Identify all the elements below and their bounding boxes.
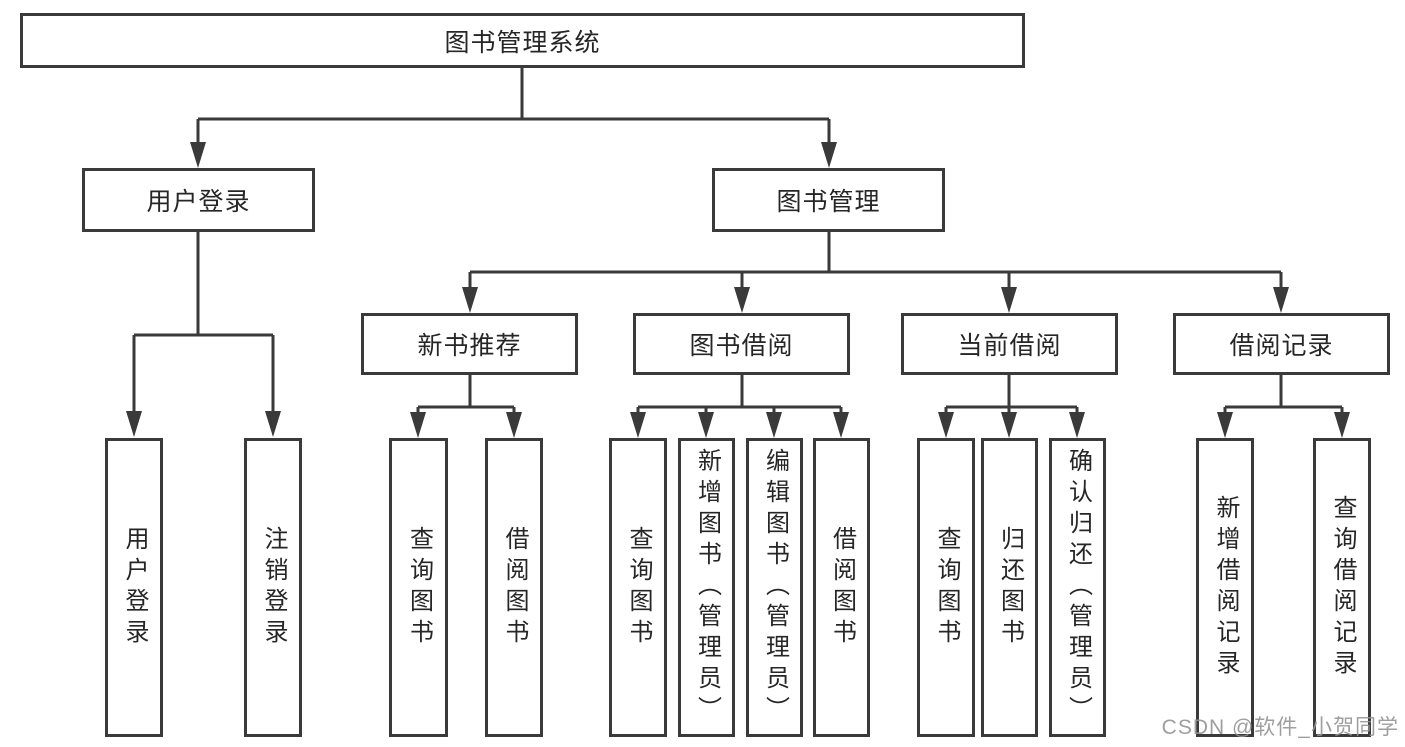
leaf-confirm-return-admin: 确认归还（管理员） xyxy=(1049,438,1106,737)
node-borrowing-records: 借阅记录 xyxy=(1173,313,1390,375)
leaf-add-borrowing-record: 新增借阅记录 xyxy=(1196,438,1254,737)
leaf-borrow-books-recommendation: 借阅图书 xyxy=(485,438,543,737)
node-new-book-recommendation: 新书推荐 xyxy=(361,313,578,375)
leaf-edit-books-admin: 编辑图书（管理员） xyxy=(746,438,803,737)
leaf-query-borrowing-record: 查询借阅记录 xyxy=(1313,438,1371,737)
leaf-add-books-admin: 新增图书（管理员） xyxy=(678,438,735,737)
node-library-management-system: 图书管理系统 xyxy=(20,13,1025,68)
leaf-borrow-books: 借阅图书 xyxy=(813,438,870,737)
leaf-query-books-current: 查询图书 xyxy=(917,438,975,737)
node-book-borrowing: 图书借阅 xyxy=(633,313,850,375)
node-current-borrowing: 当前借阅 xyxy=(901,313,1118,375)
csdn-watermark: CSDN @软件_小贺同学 xyxy=(1161,716,1399,739)
arrowheads xyxy=(126,142,1350,438)
leaf-user-login: 用户登录 xyxy=(105,438,163,737)
leaf-query-books-borrowing: 查询图书 xyxy=(609,438,667,737)
leaf-logout: 注销登录 xyxy=(244,438,302,737)
leaf-return-books: 归还图书 xyxy=(981,438,1038,737)
node-user-login: 用户登录 xyxy=(82,168,315,232)
leaf-query-books-recommendation: 查询图书 xyxy=(389,438,448,737)
node-book-management: 图书管理 xyxy=(712,168,945,232)
